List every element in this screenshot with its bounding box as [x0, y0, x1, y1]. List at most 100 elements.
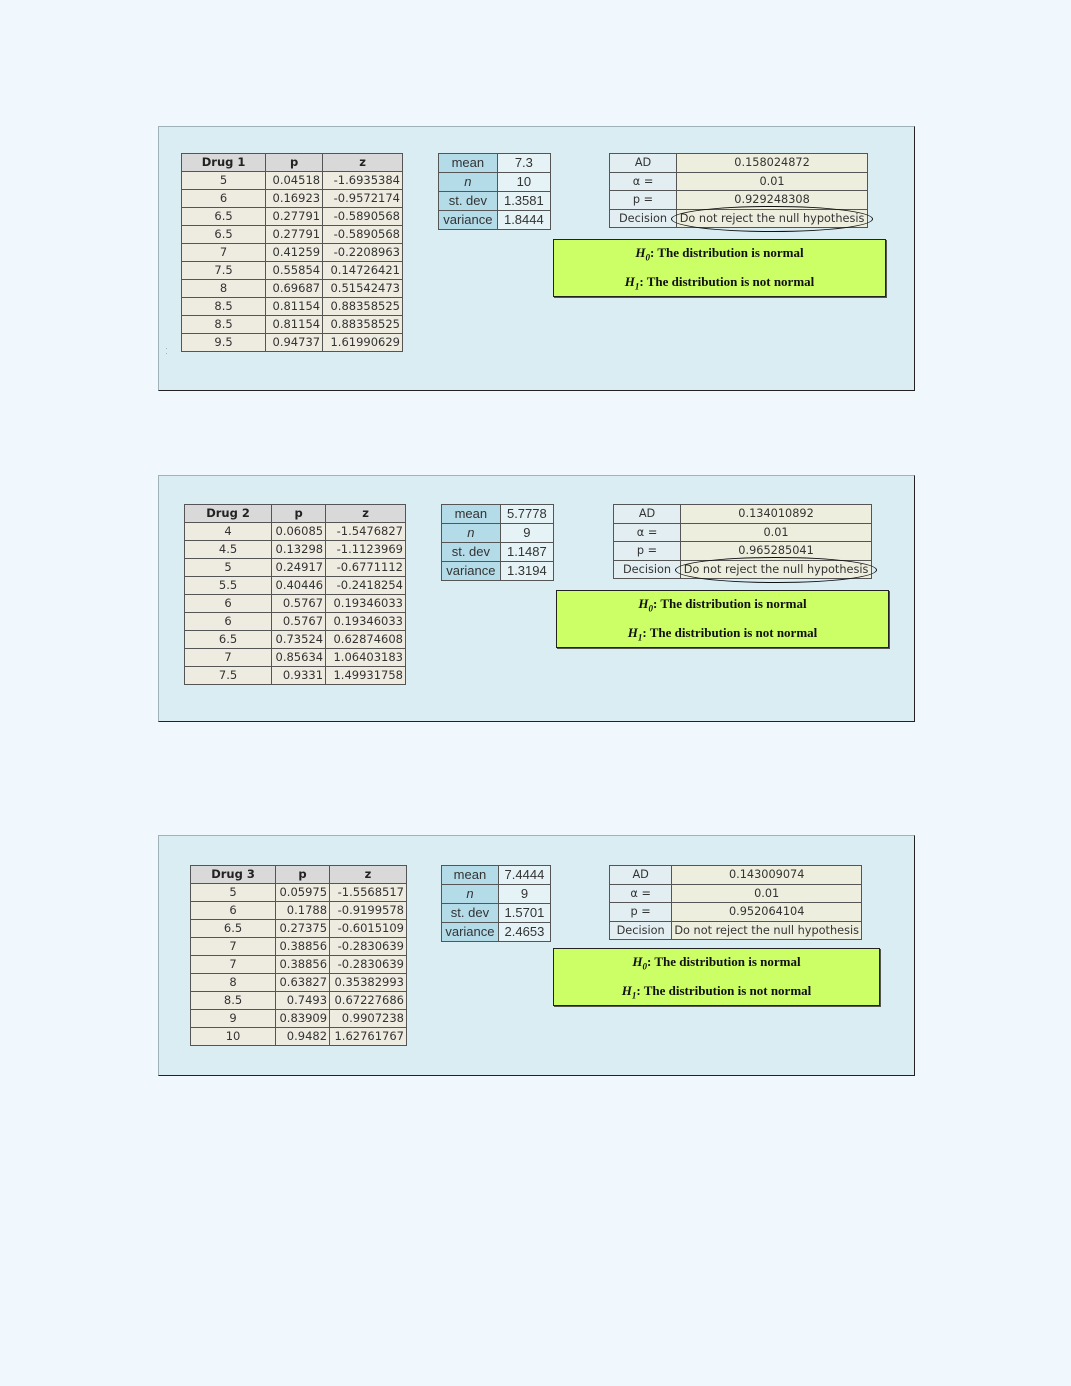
- ad-value: 0.158024872: [676, 153, 868, 173]
- cell-value: 6: [189, 901, 277, 920]
- cell-value: 6.5: [180, 207, 267, 226]
- p-label: p =: [612, 541, 682, 561]
- cell-p: 0.1788: [275, 901, 331, 920]
- cell-value: 5: [180, 171, 267, 190]
- cell-value: 6: [183, 594, 273, 613]
- cell-z: 0.51542473: [322, 279, 403, 298]
- mean-label: mean: [438, 153, 498, 173]
- cell-p: 0.27791: [265, 225, 324, 244]
- cell-z: -0.2830639: [329, 955, 407, 974]
- cell-p: 0.13298: [271, 540, 327, 559]
- cell-z: 1.62761767: [329, 1027, 407, 1046]
- cell-z: 0.88358525: [322, 297, 403, 316]
- cell-z: -0.2418254: [325, 576, 406, 595]
- cell-value: 10: [189, 1027, 277, 1046]
- stdev-value: 1.3581: [496, 191, 552, 211]
- cell-p: 0.7493: [275, 991, 331, 1010]
- cell-p: 0.85634: [271, 648, 327, 667]
- mean-value: 7.3: [496, 153, 552, 173]
- p-label: p =: [608, 902, 673, 922]
- cell-z: -0.2208963: [322, 243, 403, 262]
- ad-label: AD: [608, 153, 678, 173]
- alpha-value: 0.01: [676, 171, 868, 191]
- ad-value: 0.143009074: [671, 865, 862, 885]
- cell-z: -0.6771112: [325, 558, 406, 577]
- decision-label: Decision: [608, 920, 673, 940]
- cell-value: 7: [180, 243, 267, 262]
- cell-z: -0.9572174: [322, 189, 403, 208]
- variance-value: 1.3194: [499, 561, 555, 581]
- mean-value: 5.7778: [499, 504, 555, 524]
- cell-value: 8: [180, 279, 267, 298]
- n-label: n: [438, 172, 498, 192]
- column-header-z: z: [325, 504, 406, 523]
- decision-cell: Do not reject the null hypothesis: [671, 205, 873, 232]
- cell-p: 0.05975: [275, 883, 331, 902]
- variance-label: variance: [441, 561, 501, 581]
- column-header-z: z: [329, 865, 407, 884]
- drug-3-hypotheses-box: H0: The distribution is normal H1: The d…: [553, 948, 880, 1006]
- cell-z: -1.5568517: [329, 883, 407, 902]
- mean-label: mean: [441, 865, 499, 885]
- decision-value: Do not reject the null hypothesis: [683, 562, 869, 576]
- null-hypothesis: H0: The distribution is normal: [635, 245, 804, 263]
- cell-value: 6.5: [183, 630, 273, 649]
- cell-z: 0.9907238: [329, 1009, 407, 1028]
- p-value: 0.965285041: [680, 541, 872, 561]
- table-header-row: Drug 1 p z: [180, 153, 403, 172]
- cell-value: 7: [189, 937, 277, 956]
- mean-label: mean: [441, 504, 501, 524]
- drug-1-hypotheses-box: H0: The distribution is normal H1: The d…: [553, 239, 886, 297]
- cell-value: 7: [183, 648, 273, 667]
- column-header-p: p: [265, 153, 324, 172]
- decision-label: Decision: [608, 208, 678, 228]
- cell-value: 6.5: [189, 919, 277, 938]
- column-header-z: z: [322, 153, 403, 172]
- cell-value: 6.5: [180, 225, 267, 244]
- cell-p: 0.83909: [275, 1009, 331, 1028]
- drag-handle-dots: ··: [165, 343, 168, 358]
- cell-p: 0.06085: [271, 522, 327, 541]
- cell-value: 8: [189, 973, 277, 992]
- cell-z: 0.88358525: [322, 315, 403, 334]
- decision-cell: Do not reject the null hypothesis: [675, 556, 877, 583]
- table-header-row: Drug 3 p z: [189, 865, 407, 884]
- column-header-p: p: [275, 865, 331, 884]
- cell-p: 0.73524: [271, 630, 327, 649]
- p-value: 0.952064104: [671, 902, 862, 922]
- cell-z: 0.14726421: [322, 261, 403, 280]
- alternative-hypothesis: H1: The distribution is not normal: [621, 983, 812, 1001]
- cell-value: 9: [189, 1009, 277, 1028]
- cell-value: 6: [180, 189, 267, 208]
- cell-z: -0.9199578: [329, 901, 407, 920]
- null-hypothesis: H0: The distribution is normal: [638, 596, 807, 614]
- cell-z: 0.35382993: [329, 973, 407, 992]
- cell-p: 0.16923: [265, 189, 324, 208]
- column-header-drug: Drug 1: [180, 153, 267, 172]
- variance-value: 2.4653: [497, 922, 552, 942]
- cell-p: 0.38856: [275, 955, 331, 974]
- cell-z: -1.5476827: [325, 522, 406, 541]
- decision-value: Do not reject the null hypothesis: [671, 920, 862, 940]
- stdev-value: 1.1487: [499, 542, 555, 562]
- cell-z: 0.62874608: [325, 630, 406, 649]
- variance-value: 1.8444: [496, 210, 552, 230]
- stdev-label: st. dev: [438, 191, 498, 211]
- cell-value: 7.5: [183, 666, 273, 685]
- cell-value: 8.5: [180, 315, 267, 334]
